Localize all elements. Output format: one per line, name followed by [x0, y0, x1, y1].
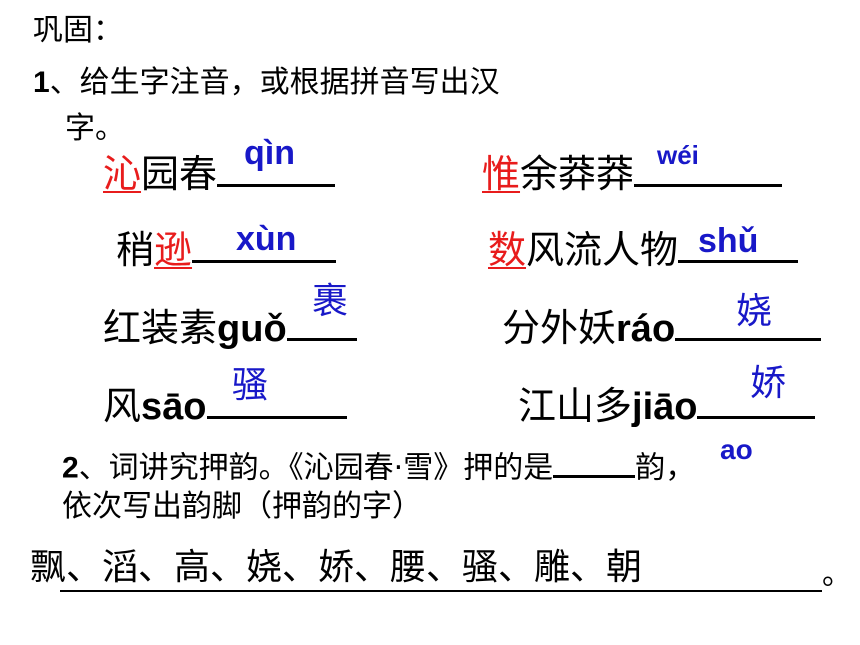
question-1-number: 1 [33, 66, 50, 99]
target-char: 逊 [154, 228, 193, 273]
answer-blank [192, 224, 337, 264]
item-jiangshanduojiao: 江山多jiāo [518, 380, 816, 429]
answer-char: 娆 [736, 291, 773, 332]
answer-blank [678, 224, 799, 264]
question-2-line2: 依次写出韵脚（押韵的字） [62, 489, 422, 524]
item-text: 稍 [116, 228, 155, 273]
answer-pinyin: shǔ [698, 222, 759, 260]
question-2-number: 2 [62, 451, 79, 485]
item-weiyumangmang: 惟余莽莽 [482, 148, 783, 197]
answer-blank [675, 302, 822, 342]
answer-char: 裹 [312, 281, 349, 322]
answer-pinyin: qìn [244, 134, 295, 172]
rhyme-answer-line [60, 590, 822, 592]
answer-char: 娇 [750, 363, 787, 404]
item-text: 分外妖 [502, 306, 617, 351]
answer-blank [634, 148, 783, 188]
item-fenwaiyaorao: 分外妖ráo [502, 302, 822, 351]
item-shaoxun: 稍逊 [116, 224, 337, 273]
item-text: 江山多 [518, 384, 633, 429]
given-pinyin: guǒ [217, 308, 287, 351]
item-text: 风流人物 [526, 228, 679, 273]
question-1-line1: 1、给生字注音，或根据拼音写出汉 [33, 68, 500, 98]
question-2-text: 、词讲究押韵。《沁园春·雪》押的是 [78, 450, 554, 486]
rhyme-period: 。 [822, 557, 852, 592]
question-1-text: 、给生字注音，或根据拼音写出汉 [49, 65, 500, 100]
answer-pinyin: xùn [236, 220, 297, 258]
item-shufengliurenwu: 数风流人物 [488, 224, 799, 273]
answer-blank [206, 380, 347, 420]
item-hongzhuangsuguo: 红装素guǒ [103, 302, 357, 348]
answer-blank [697, 380, 816, 420]
rhyme-words: 飘、滔、高、娆、娇、腰、骚、雕、朝 [30, 547, 643, 588]
section-title: 巩固： [33, 13, 123, 48]
item-text: 风 [103, 384, 142, 429]
item-text: 园春 [141, 152, 218, 197]
item-text: 红装素 [103, 306, 218, 351]
answer-char: 骚 [232, 365, 269, 406]
item-qinyuanchun: 沁园春 [103, 148, 336, 197]
target-char: 数 [488, 228, 527, 273]
answer-blank [217, 148, 336, 188]
answer-blank [553, 446, 636, 478]
question-2-text-end: 韵， [635, 450, 696, 486]
target-char: 沁 [103, 152, 142, 197]
given-pinyin: ráo [616, 308, 676, 351]
question-2-line1: 2、词讲究押韵。《沁园春·雪》押的是 韵， [62, 446, 695, 484]
item-fengsao: 风sāo [103, 380, 347, 426]
answer-rhyme: ao [720, 434, 753, 465]
question-1-line2: 字。 [65, 111, 125, 146]
answer-blank [286, 302, 357, 342]
target-char: 惟 [482, 152, 521, 197]
given-pinyin: sāo [141, 386, 207, 429]
answer-pinyin: wéi [657, 140, 699, 170]
item-text: 余莽莽 [520, 152, 635, 197]
given-pinyin: jiāo [632, 386, 698, 429]
